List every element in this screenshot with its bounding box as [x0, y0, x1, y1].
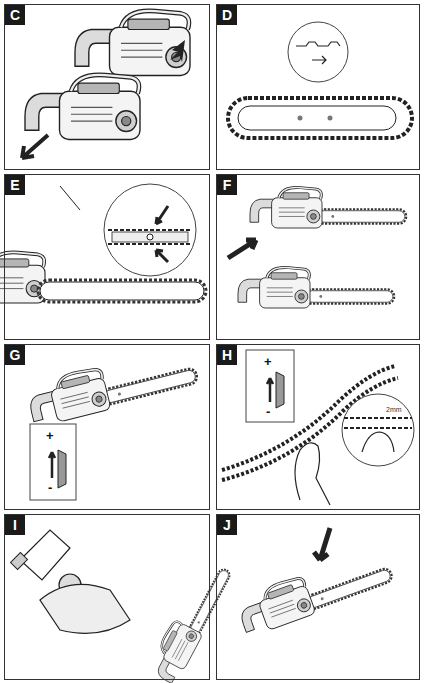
panel-letter: J [217, 515, 237, 535]
chainsaw [147, 559, 235, 683]
chainsaw [234, 546, 395, 637]
panel-letter: G [5, 345, 25, 365]
chain-links [296, 42, 340, 46]
arrow [228, 240, 256, 258]
chainsaw [25, 344, 200, 427]
dimension-label: 2mm [386, 404, 402, 416]
figure-panel: H [216, 344, 420, 510]
adjust-sign: - [48, 482, 52, 494]
direction-arrow [312, 56, 326, 64]
oil-bottle [20, 530, 70, 580]
adjust-sign: - [266, 406, 270, 418]
arrow [267, 378, 273, 402]
arrow [170, 40, 185, 62]
chainsaw [238, 268, 394, 308]
figure-panel: C [4, 4, 210, 170]
detail-inset [246, 350, 294, 422]
panel-letter: I [5, 515, 25, 535]
chainsaw-body [75, 11, 190, 76]
panel-h-art [222, 350, 414, 505]
panel-letter: E [5, 175, 25, 195]
figure-panel: E [4, 174, 210, 340]
figure-panel: I [4, 514, 210, 680]
hand [295, 443, 330, 505]
panel-g-art [25, 344, 200, 500]
chain-loop [228, 98, 412, 138]
figure-panel: D [216, 4, 420, 170]
panel-c-art [22, 11, 190, 158]
panel-j-art [234, 528, 395, 638]
panel-letter: D [217, 5, 237, 25]
guide-bar [40, 282, 204, 300]
adjust-sign: + [264, 356, 272, 368]
panel-d-art [228, 22, 412, 138]
chainsaw-cover [25, 75, 140, 140]
panel-letter: F [217, 175, 237, 195]
arrow [314, 528, 330, 560]
figure-panel: G [4, 344, 210, 510]
panel-i-art [11, 530, 235, 683]
arrow [49, 452, 55, 478]
panel-e-art [0, 184, 206, 303]
detail-inset [30, 424, 76, 500]
panel-f-art [228, 188, 406, 308]
arrow [156, 206, 168, 224]
guide-bar [238, 106, 396, 130]
figure-panel: J [216, 514, 420, 680]
arrow [22, 135, 48, 158]
arrow [156, 250, 168, 262]
chainsaw [250, 188, 406, 228]
detail-inset [342, 394, 414, 466]
panel-letter: H [217, 345, 237, 365]
panel-letter: C [5, 5, 25, 25]
adjust-sign: + [46, 430, 54, 442]
chainsaw-body [0, 252, 45, 303]
detail-inset [288, 22, 348, 82]
detail-inset [104, 184, 196, 276]
figure-panel: F [216, 174, 420, 340]
